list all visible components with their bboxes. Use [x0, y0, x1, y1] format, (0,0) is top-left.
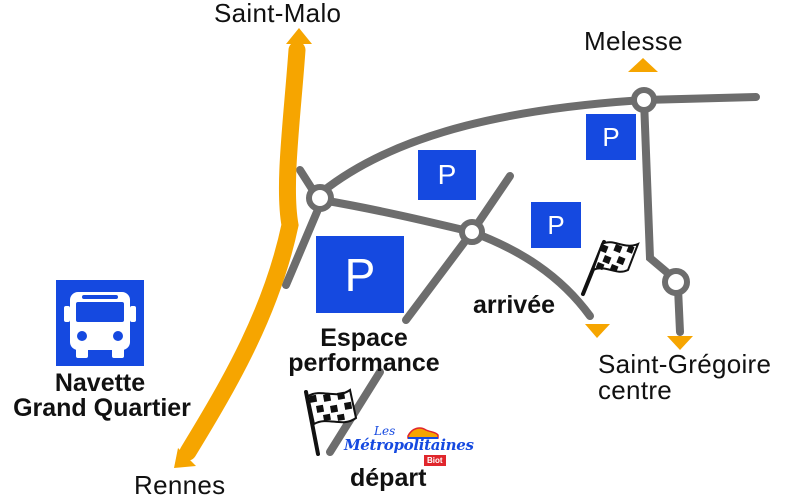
checkered-flag-icon [304, 388, 358, 456]
label-depart: départ [350, 464, 427, 492]
road-saint-gregoire [640, 96, 680, 284]
les-metropolitaines-logo: Les Métropolitaines Biot [344, 424, 474, 470]
arrow-rennes-icon [174, 448, 196, 468]
highway-saint-malo-rennes [179, 41, 306, 461]
road-east [640, 93, 760, 104]
label-arrivee: arrivée [473, 291, 556, 319]
roundabout-icon [306, 184, 334, 212]
arrow-saint-malo-icon [286, 28, 312, 44]
parking-icon: P [531, 202, 581, 248]
checkered-flag-icon [581, 240, 640, 296]
label-navette: Navette [54, 369, 146, 397]
label-saint-malo: Saint-Malo [214, 0, 342, 28]
arrow-melesse-icon [628, 58, 658, 72]
roundabout-icon [631, 87, 657, 113]
bus-icon [56, 280, 144, 366]
label-melesse: Melesse [584, 26, 683, 56]
label-performance: performance [288, 349, 440, 377]
logo-text-les: Les [374, 424, 396, 438]
parking-espace-performance-icon: P [316, 236, 404, 313]
label-grand-quartier: Grand Quartier [13, 394, 191, 422]
label-saint-gregoire: Saint-Grégoire [598, 349, 772, 379]
road-diagonal-south [402, 228, 476, 324]
label-saint-gregoire-centre: centre [598, 375, 673, 405]
parking-icon: P [586, 114, 636, 160]
roundabout-icon [662, 268, 690, 296]
road-southwest [282, 196, 326, 289]
label-espace: Espace [320, 324, 408, 352]
road-middle [318, 196, 476, 236]
arrow-saint-gregoire-icon [667, 336, 693, 350]
arrow-arrivee-icon [585, 324, 610, 338]
parking-icon: P [418, 150, 476, 200]
road-arc-north [318, 96, 648, 196]
logo-text-metropolitaines: Métropolitaines [344, 436, 474, 454]
running-shoe-icon [407, 427, 439, 439]
roundabout-icon [459, 219, 485, 245]
logo-text-sponsor: Biot [424, 455, 446, 466]
label-rennes: Rennes [134, 470, 226, 499]
road-to-arrivee [468, 228, 594, 320]
